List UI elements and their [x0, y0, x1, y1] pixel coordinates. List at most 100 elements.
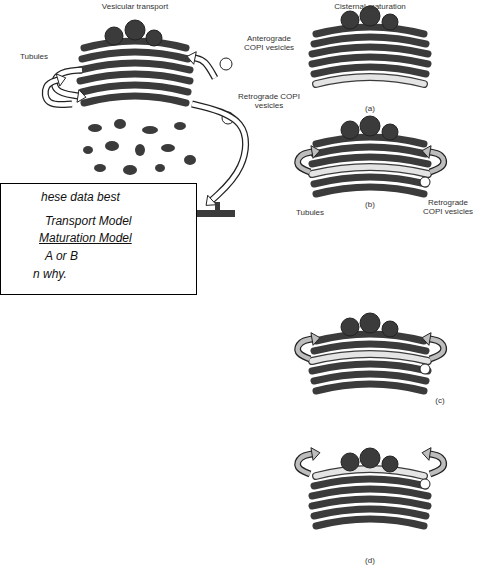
- transport-vesicle: [94, 164, 106, 172]
- transport-arrow-fill: [430, 152, 444, 172]
- cisterna: [316, 384, 424, 391]
- transport-vesicle: [83, 146, 93, 154]
- transport-arrow-fill: [430, 454, 444, 474]
- maturing-cisterna: [312, 167, 428, 174]
- cisterna: [314, 147, 426, 154]
- cargo-vesicle: [382, 321, 398, 337]
- cargo-vesicle: [341, 318, 359, 336]
- cisterna: [314, 177, 426, 184]
- transport-vesicle: [123, 165, 137, 175]
- cisterna: [316, 519, 424, 526]
- question-text: n why.: [33, 267, 67, 281]
- maturation-panel: [298, 313, 444, 391]
- cisterna: [316, 27, 424, 34]
- arrow-head: [206, 195, 216, 205]
- cisterna: [316, 77, 424, 84]
- transport-vesicle: [88, 124, 102, 132]
- panel-title: Vesicular transport: [85, 2, 185, 11]
- cisterna: [312, 157, 428, 164]
- cisterna: [80, 63, 190, 70]
- transport-vesicle: [114, 119, 126, 129]
- cargo-vesicle: [125, 20, 145, 40]
- cisterna: [312, 499, 428, 506]
- cisterna: [314, 344, 426, 351]
- transport-arrow-fill: [298, 454, 312, 474]
- arrow-head: [422, 146, 431, 159]
- question-text: Transport Model: [45, 214, 131, 228]
- cargo-vesicle: [105, 27, 123, 45]
- panel-letter: (b): [360, 200, 380, 209]
- structure-label: Anterograde COPI vesicles: [238, 34, 300, 52]
- panel-letter: (c): [430, 396, 450, 405]
- transport-arrow: [298, 339, 312, 359]
- cisterna: [314, 374, 426, 381]
- maturing-cisterna: [312, 354, 428, 361]
- cargo-vesicle: [382, 456, 398, 472]
- cisterna: [82, 85, 188, 92]
- cargo-vesicle: [341, 453, 359, 471]
- maturing-cisterna: [316, 77, 424, 84]
- transport-arrow-fill: [298, 339, 312, 359]
- cargo-vesicle: [382, 124, 398, 140]
- transport-arrow-fill: [54, 70, 82, 96]
- cisterna: [316, 334, 424, 341]
- cisterna: [316, 469, 424, 476]
- transport-arrow: [54, 70, 82, 96]
- structure-label: Tubules: [288, 208, 332, 217]
- transport-arrow-fill: [298, 152, 312, 172]
- copi-vesicle: [420, 479, 430, 489]
- cargo-vesicle: [341, 11, 359, 29]
- cisterna: [312, 489, 428, 496]
- arrow-head: [311, 448, 320, 461]
- transport-arrow-fill: [195, 58, 215, 78]
- maturation-panel: [312, 6, 428, 84]
- cisterna: [314, 509, 426, 516]
- cisterna: [314, 37, 426, 44]
- arrow-head: [422, 448, 431, 461]
- transport-arrow-fill: [192, 104, 246, 200]
- question-box: hese data bestTransport ModelMaturation …: [0, 183, 197, 295]
- question-text: A or B: [45, 249, 78, 263]
- panel-title: Cisternal maturation: [320, 2, 420, 11]
- structure-label: Retrograde COPI vesicles: [238, 92, 300, 110]
- cargo-vesicle: [146, 30, 162, 46]
- cisterna: [312, 167, 428, 174]
- cargo-vesicle: [360, 116, 380, 136]
- structure-label: Retrograde COPI vesicles: [418, 198, 478, 216]
- cisterna: [316, 137, 424, 144]
- cisterna: [82, 52, 188, 59]
- cisterna: [312, 47, 428, 54]
- cisterna: [84, 41, 186, 48]
- question-text: Maturation Model: [39, 231, 132, 245]
- structure-label: Tubules: [12, 52, 56, 61]
- panel-letter: (a): [360, 104, 380, 113]
- cisterna: [312, 364, 428, 371]
- transport-arrow: [192, 104, 246, 200]
- arrow-head: [311, 146, 320, 159]
- cargo-vesicle: [382, 14, 398, 30]
- cargo-vesicle: [360, 448, 380, 468]
- transport-arrow: [430, 454, 444, 474]
- transport-arrow: [298, 454, 312, 474]
- transport-vesicle: [155, 164, 165, 172]
- cisterna: [314, 67, 426, 74]
- panel-letter: (d): [360, 556, 380, 565]
- copi-vesicle: [420, 364, 430, 374]
- cisterna: [312, 57, 428, 64]
- cisterna: [312, 354, 428, 361]
- arrow-head: [187, 52, 196, 65]
- cisterna: [314, 479, 426, 486]
- maturation-panel: [298, 448, 444, 526]
- maturation-panel: [298, 116, 444, 194]
- transport-arrow-fill: [430, 339, 444, 359]
- transport-vesicle: [174, 122, 186, 130]
- transport-vesicle: [161, 144, 175, 152]
- arrow-head: [56, 74, 65, 86]
- transport-arrow: [298, 152, 312, 172]
- transport-vesicle: [184, 155, 196, 165]
- transport-vesicle: [105, 141, 119, 151]
- cargo-vesicle: [360, 313, 380, 333]
- cargo-vesicle: [220, 58, 232, 70]
- transport-arrow: [430, 339, 444, 359]
- transport-arrow: [430, 152, 444, 172]
